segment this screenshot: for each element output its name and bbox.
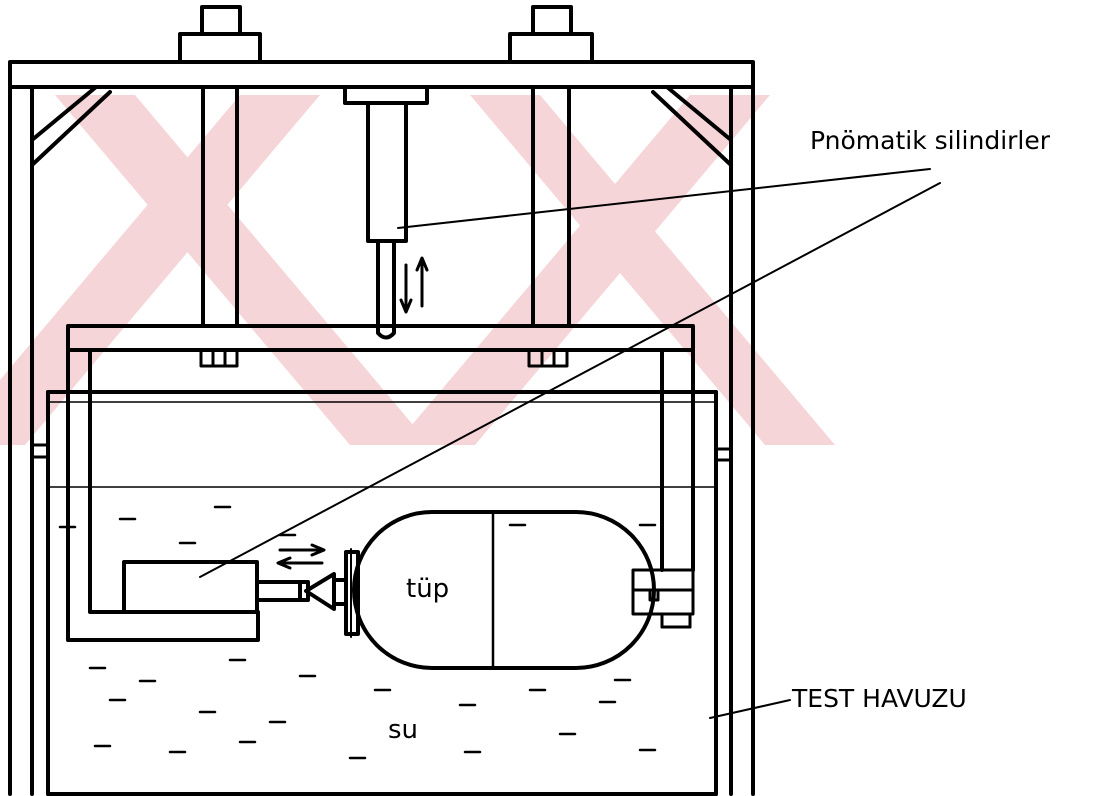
tank-bracket-left (30, 443, 50, 459)
horizontal-motion-arrows (276, 543, 326, 570)
test-pool-tank (46, 390, 718, 796)
vertical-motion-arrows (399, 256, 429, 314)
tube-connector (304, 548, 360, 638)
tank-bracket-right (714, 447, 733, 462)
leader-lines (199, 168, 941, 719)
watermark (0, 95, 835, 445)
test-pool-label: TEST HAVUZU (791, 684, 967, 713)
pneumatic-cylinders-label: Pnömatik silindirler (810, 126, 1051, 155)
brace-left (30, 85, 112, 167)
crossbar-nut-right (527, 348, 569, 368)
brace-right (651, 85, 733, 167)
top-beam (8, 60, 755, 89)
horizontal-pneumatic-cylinder (122, 560, 310, 614)
test-tube-vessel (352, 510, 656, 670)
vertical-pneumatic-cylinder (343, 85, 429, 340)
moving-crossbar (66, 324, 695, 352)
water-label: su (388, 715, 418, 745)
frame-leg-right (729, 85, 755, 796)
water-ripples (58, 505, 657, 760)
guide-rod-right (531, 85, 571, 328)
top-mount-right (508, 5, 594, 64)
right-tube-support (631, 568, 695, 629)
frame-leg-left (8, 85, 34, 796)
top-mount-left (178, 5, 262, 64)
tube-label: tüp (406, 574, 449, 604)
guide-rod-left (201, 85, 239, 328)
crossbar-nut-left (199, 348, 239, 368)
carriage-hanger (66, 348, 695, 642)
